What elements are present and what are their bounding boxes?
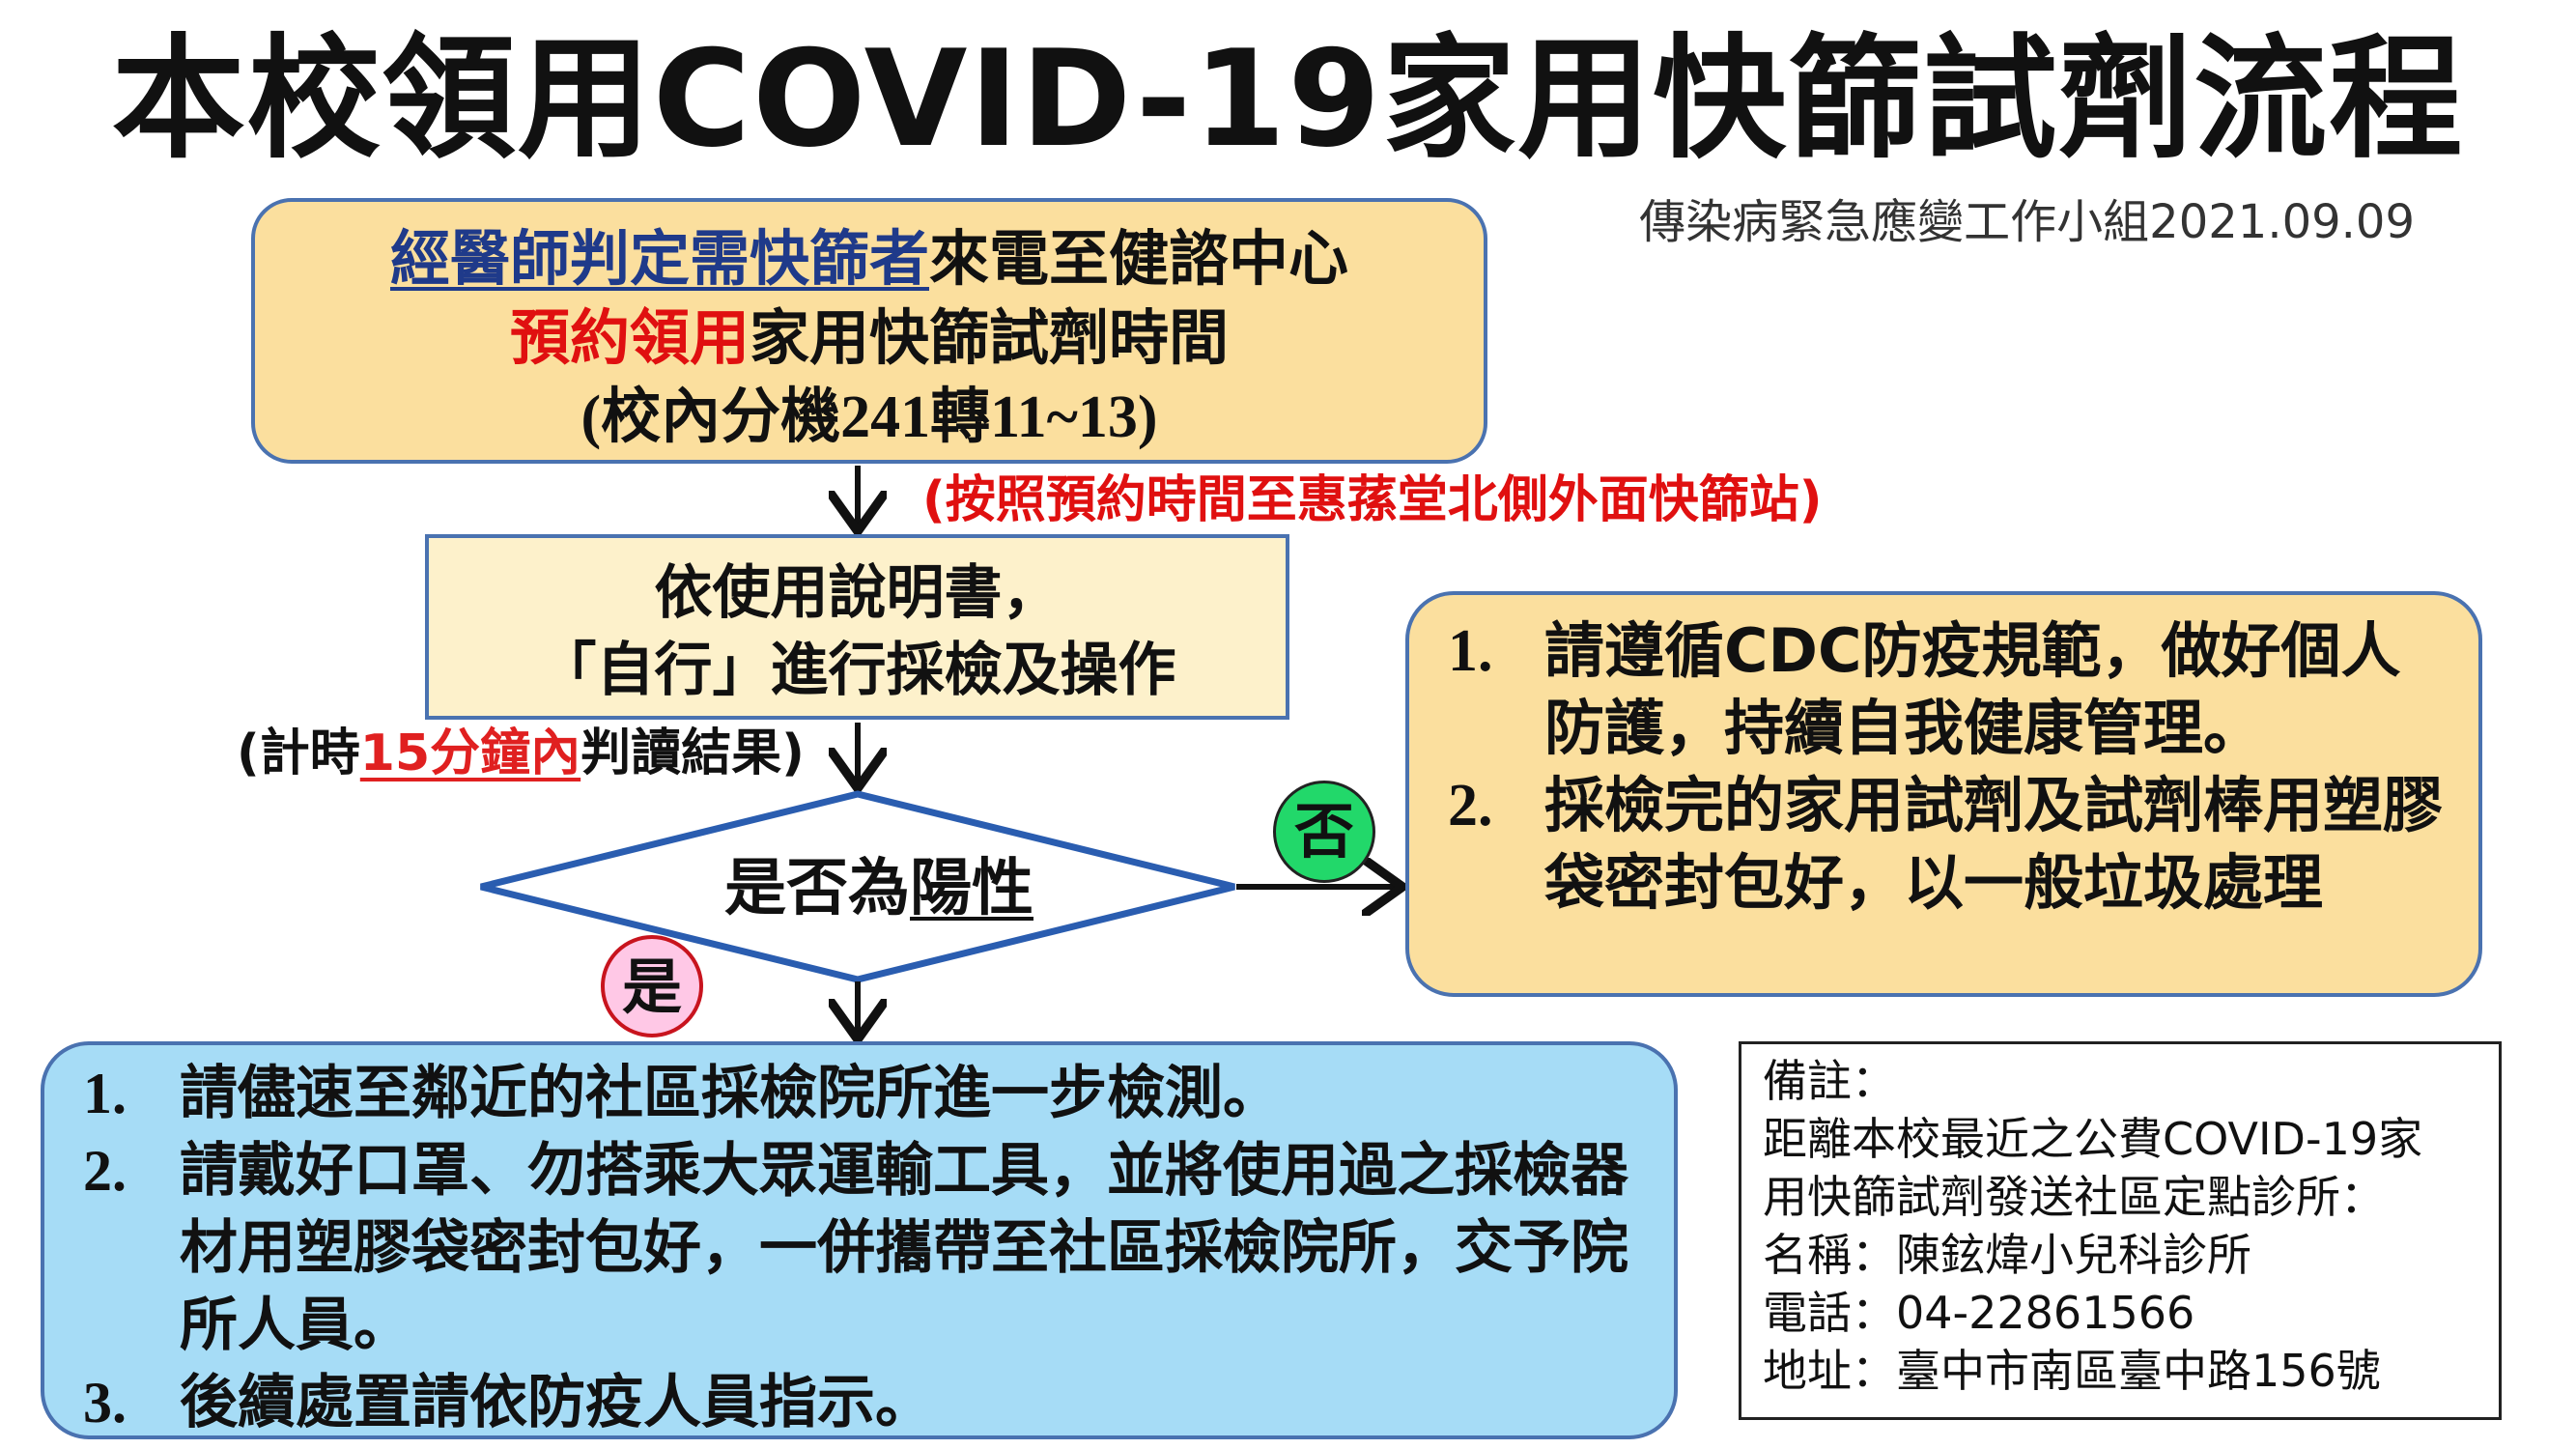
decision-prefix: 是否為	[724, 853, 910, 924]
reserve-line-1: 經醫師判定需快篩者來電至健諮中心	[255, 219, 1484, 298]
positive-item-text: 請戴好口罩、勿搭乘大眾運輸工具，並將使用過之採檢器材用塑膠袋密封包好，一併攜帶至…	[180, 1137, 1628, 1359]
yes-badge: 是	[601, 935, 703, 1037]
no-badge: 否	[1273, 781, 1375, 883]
remark-heading: 備註：	[1763, 1055, 1896, 1107]
self-test-line-1: 依使用說明書，	[654, 559, 1061, 627]
negative-item-1: 1. 請遵循CDC防疫規範，做好個人防護，持續自我健康管理。	[1448, 612, 2459, 767]
page-title: 本校領用COVID-19家用快篩試劑流程	[111, 21, 2465, 177]
self-test-line-2: 「自行」進行採檢及操作	[538, 637, 1176, 704]
remark-line-1: 距離本校最近之公費COVID-19家	[1763, 1113, 2423, 1165]
self-test-box: 依使用說明書， 「自行」進行採檢及操作	[425, 534, 1289, 720]
positive-result-box: 1. 請儘速至鄰近的社區採檢院所進一步檢測。 2. 請戴好口罩、勿搭乘大眾運輸工…	[41, 1041, 1678, 1439]
timer-note-prefix: (計時	[237, 724, 360, 782]
positive-item-2: 2. 請戴好口罩、勿搭乘大眾運輸工具，並將使用過之採檢器材用塑膠袋密封包好，一併…	[83, 1132, 1655, 1364]
decision-positive-word: 陽性	[910, 853, 1033, 924]
positive-item-number: 3.	[83, 1371, 127, 1435]
reserve-call-text: 來電至健諮中心	[929, 223, 1349, 294]
reserve-condition-text: 經醫師判定需快篩者	[389, 223, 929, 294]
negative-result-box: 1. 請遵循CDC防疫規範，做好個人防護，持續自我健康管理。 2. 採檢完的家用…	[1405, 591, 2482, 997]
remark-box: 備註： 距離本校最近之公費COVID-19家 用快篩試劑發送社區定點診所： 名稱…	[1739, 1041, 2502, 1420]
positive-item-1: 1. 請儘速至鄰近的社區採檢院所進一步檢測。	[83, 1055, 1655, 1132]
positive-item-number: 2.	[83, 1139, 127, 1203]
reserve-box: 經醫師判定需快篩者來電至健諮中心 預約領用家用快篩試劑時間 (校內分機241轉1…	[251, 198, 1487, 464]
positive-item-number: 1.	[83, 1062, 127, 1125]
remark-clinic-address: 地址：臺中市南區臺中路156號	[1763, 1345, 2381, 1397]
negative-item-2: 2. 採檢完的家用試劑及試劑棒用塑膠袋密封包好，以一般垃圾處理	[1448, 767, 2459, 922]
positive-item-text: 後續處置請依防疫人員指示。	[180, 1369, 933, 1436]
reserve-kit-text: 家用快篩試劑時間	[750, 302, 1230, 373]
decision-diamond	[480, 790, 1235, 983]
credit-text: 傳染病緊急應變工作小組2021.09.09	[1639, 195, 2415, 249]
reserve-extension-text: (校內分機241轉11~13)	[580, 384, 1158, 450]
remark-clinic-phone: 電話：04-22861566	[1763, 1287, 2195, 1339]
remark-clinic-name: 名稱：陳鉉煒小兒科診所	[1763, 1229, 2251, 1281]
reserve-highlight-text: 預約領用	[509, 302, 750, 373]
positive-item-3: 3. 後續處置請依防疫人員指示。	[83, 1364, 1655, 1441]
positive-list: 1. 請儘速至鄰近的社區採檢院所進一步檢測。 2. 請戴好口罩、勿搭乘大眾運輸工…	[83, 1055, 1655, 1441]
negative-item-text: 請遵循CDC防疫規範，做好個人防護，持續自我健康管理。	[1544, 615, 2401, 763]
remark-line-2: 用快篩試劑發送社區定點診所：	[1763, 1171, 2385, 1223]
decision-label: 是否為陽性	[618, 850, 1140, 927]
negative-item-number: 1.	[1448, 618, 1493, 684]
reserve-line-2: 預約領用家用快篩試劑時間	[255, 298, 1484, 378]
negative-list: 1. 請遵循CDC防疫規範，做好個人防護，持續自我健康管理。 2. 採檢完的家用…	[1448, 612, 2459, 922]
negative-item-text: 採檢完的家用試劑及試劑棒用塑膠袋密封包好，以一般垃圾處理	[1544, 770, 2444, 918]
negative-item-number: 2.	[1448, 773, 1493, 838]
timer-note-highlight: 15分鐘內	[359, 724, 581, 782]
positive-item-text: 請儘速至鄰近的社區採檢院所進一步檢測。	[180, 1060, 1281, 1127]
timer-note: (計時15分鐘內判讀結果)	[237, 723, 805, 784]
pickup-location-note: (按照預約時間至惠蓀堂北側外面快篩站)	[922, 471, 1823, 529]
timer-note-suffix: 判讀結果)	[580, 724, 805, 782]
